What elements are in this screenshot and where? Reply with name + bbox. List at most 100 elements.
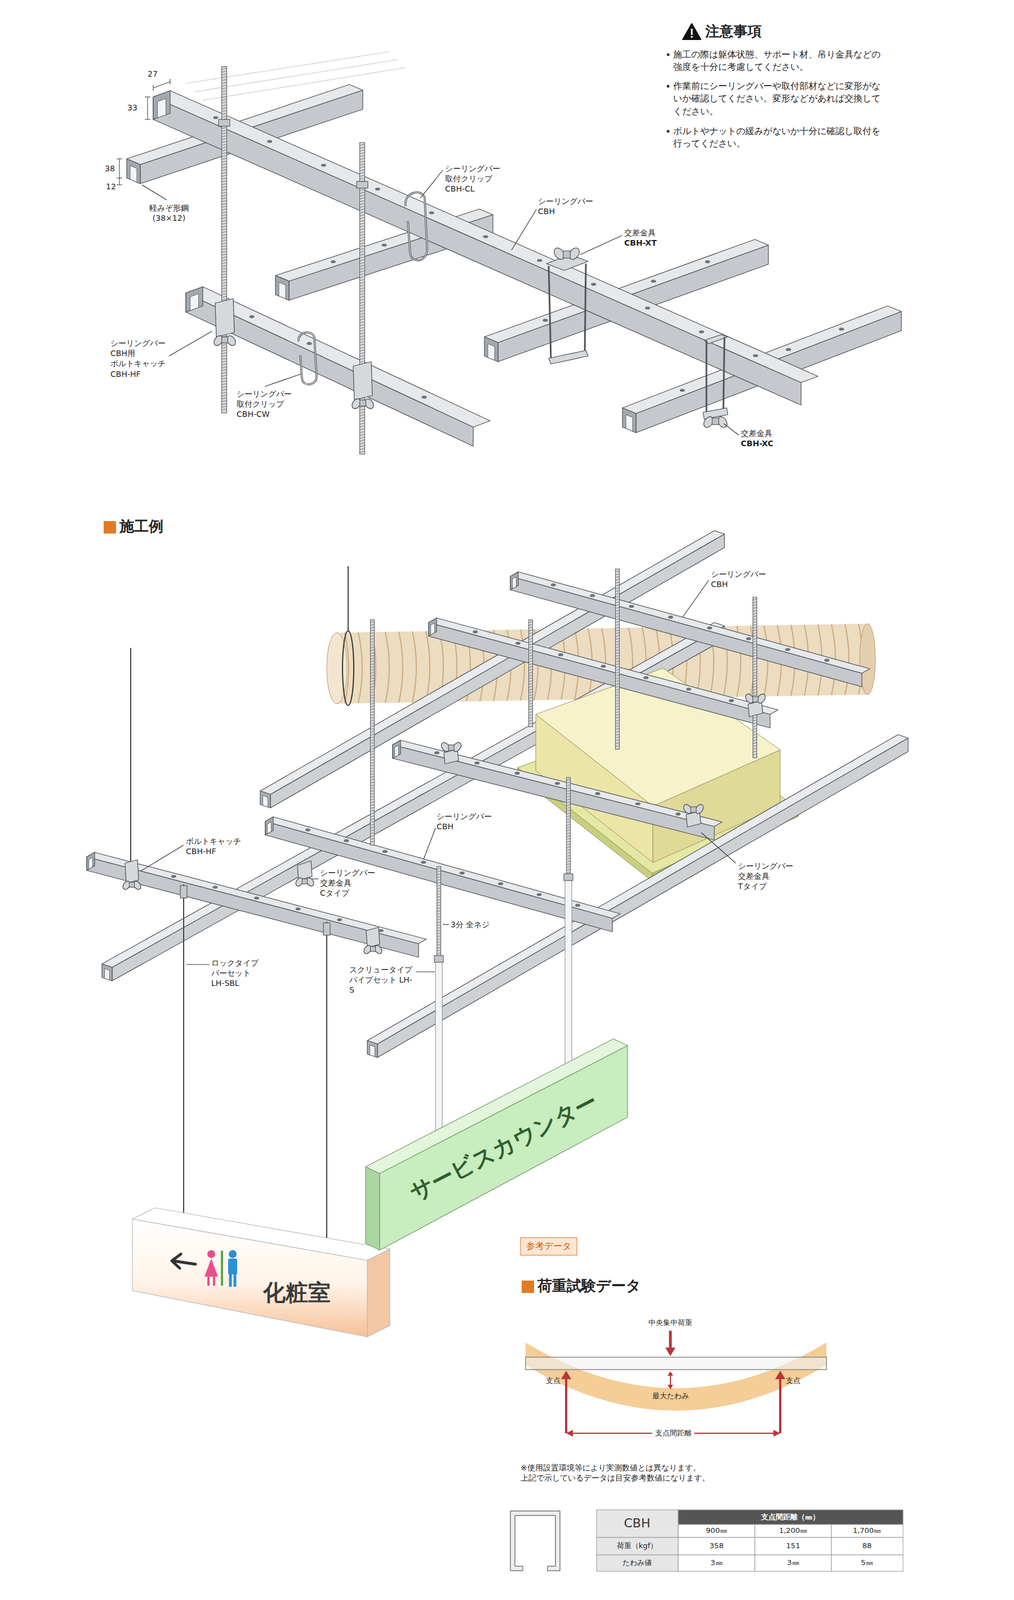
diagram-label: 支点	[545, 1376, 561, 1386]
leader-line	[140, 845, 184, 871]
wing-nut	[682, 802, 706, 815]
bolt-hole	[295, 907, 301, 911]
bolt-hole	[785, 348, 791, 351]
bolt-hole	[645, 306, 651, 310]
dimension-label: 27	[147, 68, 158, 79]
threaded-rod	[528, 619, 533, 727]
heading-square	[103, 521, 117, 534]
bar-slot	[130, 165, 137, 183]
wing-hub	[129, 882, 135, 888]
bar-end	[153, 90, 171, 120]
bar-slot	[157, 98, 167, 118]
wing-hub	[359, 399, 367, 407]
arrow-symbol	[171, 1253, 196, 1269]
table-cell: 88	[862, 1541, 873, 1551]
bolt-hole	[254, 896, 260, 900]
hanging-wire	[183, 884, 185, 1220]
badge-frame	[520, 1237, 577, 1256]
bolt-hole	[594, 792, 600, 795]
heading-square	[521, 1280, 535, 1293]
node-text: 化粧室	[263, 1278, 331, 1306]
duct-rib	[412, 631, 417, 703]
bolt-hole	[635, 802, 641, 806]
bolt-hole	[686, 687, 692, 691]
lock-sleeve	[180, 885, 188, 898]
bolt-hole	[459, 871, 465, 875]
wing-nut	[362, 944, 384, 955]
bolt-hole	[558, 653, 564, 657]
ceiling-bar	[185, 286, 491, 447]
bracket-plate	[703, 407, 728, 420]
channel-profile	[510, 1510, 560, 1571]
rod-body	[615, 568, 620, 750]
table-cell	[596, 1537, 679, 1555]
dimension-line	[119, 158, 120, 185]
bolt-hole	[668, 615, 674, 619]
background-rail	[202, 67, 406, 101]
bar-end	[367, 1040, 378, 1058]
note-text: 作業前にシーリングバーや取付部材などに変形がないか確認してください。変形などがあ…	[673, 79, 888, 118]
installation-example	[86, 521, 909, 1247]
table-cell: 3㎜	[786, 1558, 799, 1568]
bar-side	[86, 856, 419, 958]
man-pictogram	[233, 1273, 237, 1287]
part-label: 3分 全ネジ	[450, 919, 490, 930]
wing-nut	[294, 876, 315, 888]
bolt-hole	[497, 882, 504, 885]
threaded-rod	[370, 619, 375, 845]
duct-rib	[385, 632, 390, 704]
lock-sleeve	[323, 922, 331, 936]
bar-slot	[370, 1044, 376, 1057]
load-arrow	[669, 1330, 673, 1350]
table-header: 支点間距離（㎜）	[761, 1512, 820, 1523]
part-label: シーリングバー CBH用 ボルトキャッチ CBH-HF	[110, 338, 166, 380]
dimension-tick	[116, 158, 123, 160]
bracket-strap	[584, 263, 586, 354]
bolt-hole	[536, 259, 542, 262]
section-heading: 注意事項	[705, 22, 762, 42]
clip-wire	[298, 332, 317, 385]
warning-mark	[691, 28, 693, 35]
wing-nut	[439, 740, 464, 753]
bolt-hole	[590, 282, 597, 286]
rod-thread	[528, 621, 533, 724]
note-text: 施工の際は躯体状態、サポート材、吊り金具などの強度を十分に考慮してください。	[673, 48, 888, 74]
bar-slot	[487, 343, 495, 361]
part-label: シーリングバー CBH	[436, 811, 492, 832]
section-heading: 荷重試験データ	[537, 1276, 642, 1296]
bolt-hole	[675, 812, 681, 816]
rod-body	[528, 619, 533, 727]
rod-thread	[437, 868, 442, 957]
threaded-rod	[221, 66, 228, 413]
man-pictogram	[228, 1250, 237, 1258]
bar-slot	[104, 968, 110, 980]
part-label: ボルトキャッチ CBH-HF	[185, 835, 242, 857]
wing-hub	[712, 417, 719, 425]
bolt-hole	[706, 626, 713, 630]
bar-top	[185, 286, 491, 428]
man-pictogram	[229, 1273, 233, 1287]
bolt-hole	[381, 243, 388, 247]
part-label: 軽みぞ形鋼 (38×12)	[149, 202, 189, 224]
bolt-hole	[629, 605, 635, 608]
wing-nut	[121, 879, 142, 891]
bracket-plate	[297, 860, 313, 880]
threaded-rod	[753, 597, 758, 758]
bolt-hole	[307, 341, 313, 345]
ceiling-bar	[392, 740, 723, 840]
bolt-hole	[472, 630, 478, 634]
table-cell: 1,200㎜	[779, 1526, 808, 1536]
rod-body	[437, 866, 442, 959]
leader-line	[141, 184, 167, 200]
bolt-hole	[434, 751, 440, 755]
table-cell: 3㎜	[710, 1558, 723, 1568]
bolt-hole	[550, 583, 557, 587]
diagram-label: 支点	[785, 1376, 801, 1386]
wing-hub	[448, 744, 455, 751]
table-cell	[678, 1537, 755, 1555]
sign-face	[132, 1219, 368, 1337]
duct-rib	[358, 632, 363, 704]
bolt-hole	[838, 327, 844, 331]
part-label: シーリングバー 取付クリップ CBH-CL	[445, 163, 501, 195]
